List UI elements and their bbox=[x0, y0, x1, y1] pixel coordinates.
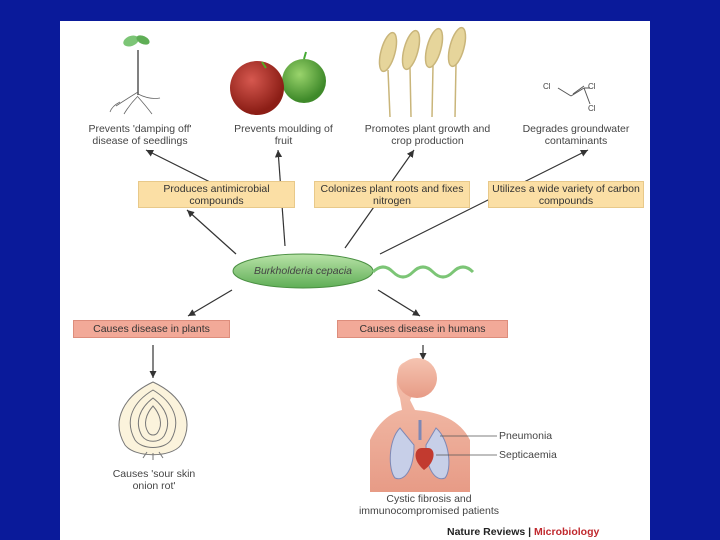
seedling-icon bbox=[109, 35, 161, 115]
bacterium-label: Burkholderia cepacia bbox=[253, 265, 353, 277]
chem-label-3: Cl bbox=[588, 104, 596, 113]
chem-label-2: Cl bbox=[588, 82, 596, 91]
arrows-bottom bbox=[149, 289, 427, 378]
box-disease-plants: Causes disease in plants bbox=[73, 320, 230, 338]
label-septicaemia: Septicaemia bbox=[499, 449, 557, 461]
label-pneumonia: Pneumonia bbox=[499, 430, 553, 442]
box-disease-humans: Causes disease in humans bbox=[337, 320, 508, 338]
chem-label-1: Cl bbox=[543, 82, 551, 91]
caption-moulding: Prevents moulding of fruit bbox=[234, 123, 333, 147]
journal-credit: Nature Reviews | Microbiology bbox=[447, 526, 599, 538]
caption-onion-rot: Causes 'sour skin onion rot' bbox=[112, 468, 196, 492]
human-torso-icon bbox=[370, 358, 497, 492]
caption-groundwater: Degrades groundwater contaminants bbox=[522, 123, 630, 147]
caption-damping-off: Prevents 'damping off' disease of seedli… bbox=[88, 123, 192, 147]
box-carbon-compounds: Utilizes a wide variety of carbon compou… bbox=[488, 181, 644, 208]
trichloroethylene-structure-icon bbox=[557, 85, 591, 105]
credit-section: Microbiology bbox=[533, 526, 600, 538]
caption-cystic-fibrosis: Cystic fibrosis and immunocompromised pa… bbox=[358, 493, 500, 517]
fruit-icon bbox=[230, 51, 326, 115]
box-colonizes-roots: Colonizes plant roots and fixes nitrogen bbox=[314, 181, 470, 208]
wheat-icon bbox=[378, 26, 467, 118]
caption-plant-growth: Promotes plant growth and crop productio… bbox=[364, 123, 491, 147]
onion-icon bbox=[118, 381, 188, 460]
box-antimicrobial: Produces antimicrobial compounds bbox=[138, 181, 295, 208]
credit-journal: Nature Reviews bbox=[447, 526, 526, 538]
credit-separator: | bbox=[525, 526, 534, 538]
bacterium-icon bbox=[232, 253, 475, 289]
